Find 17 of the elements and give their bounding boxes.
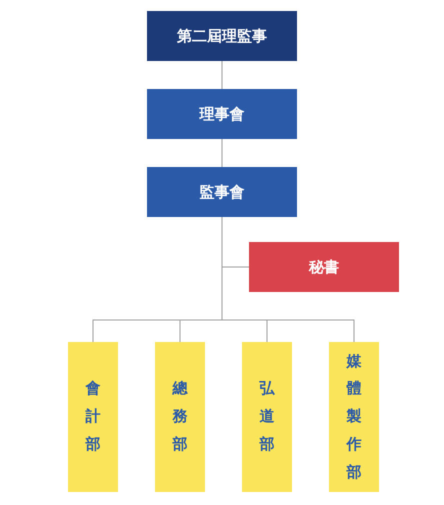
node-label: 弘道部 xyxy=(260,378,274,455)
node-label: 理事會 xyxy=(200,104,244,124)
org-box xyxy=(147,89,297,139)
node-label: 會計部 xyxy=(86,378,100,455)
connector-line xyxy=(222,216,354,342)
department-box xyxy=(68,342,118,492)
node-label: 監事會 xyxy=(200,182,244,202)
org-box xyxy=(147,11,297,61)
node-label: 總務部 xyxy=(172,378,188,455)
department-box xyxy=(329,342,379,492)
org-box xyxy=(249,242,399,292)
node-label: 第二屆理監事 xyxy=(177,26,267,46)
department-box xyxy=(155,342,205,492)
node-label: 媒體製作部 xyxy=(346,350,362,483)
department-box xyxy=(242,342,292,492)
org-box xyxy=(147,167,297,217)
node-label: 秘書 xyxy=(309,258,339,276)
